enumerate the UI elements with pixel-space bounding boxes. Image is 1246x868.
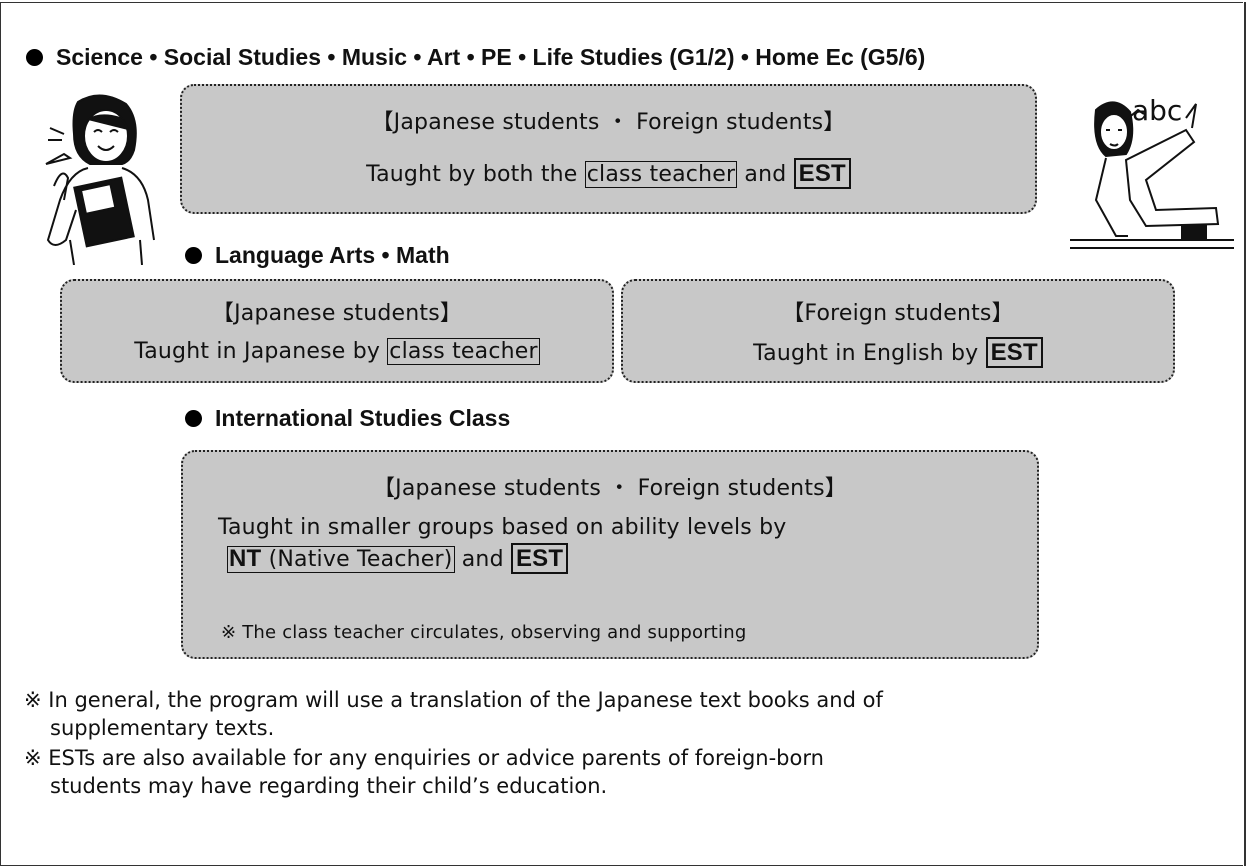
japanese-students-box: 【Japanese students】 Taught in Japanese b… [60, 279, 614, 383]
bullet-icon [26, 49, 43, 66]
international-taught-line: Taught in smaller groups based on abilit… [218, 515, 787, 540]
bullet-icon [185, 410, 202, 427]
section-heading-international: International Studies Class [185, 405, 510, 432]
teacher-writing-abc-icon: abc [1070, 94, 1234, 249]
est-label: EST [985, 337, 1043, 368]
international-teachers-line: NT (Native Teacher) and EST [227, 543, 569, 574]
class-teacher-label: class teacher [584, 161, 738, 188]
class-teacher-note: ※ The class teacher circulates, observin… [221, 622, 747, 643]
international-students-label: 【Japanese students ・ Foreign students】 [372, 476, 848, 501]
international-info-box: 【Japanese students ・ Foreign students】 T… [181, 450, 1039, 659]
bullet-icon [185, 247, 202, 264]
class-teacher-label: class teacher [387, 338, 540, 365]
teacher-holding-book-icon [45, 94, 155, 265]
foreign-students-label: 【Foreign students】 [782, 301, 1014, 326]
section-heading-general: Science • Social Studies • Music • Art •… [26, 44, 925, 71]
note-est-enquiries: ※ ESTs are also available for any enquir… [24, 746, 824, 770]
general-info-box: 【Japanese students ・ Foreign students】 T… [180, 84, 1037, 214]
note-translation: ※ In general, the program will use a tra… [24, 688, 883, 712]
note-translation-cont: supplementary texts. [50, 716, 275, 740]
general-taught-line: Taught by both the class teacher and EST [182, 158, 1035, 189]
foreign-taught-line: Taught in English by EST [623, 337, 1173, 368]
note-est-enquiries-cont: students may have regarding their child’… [50, 774, 608, 798]
general-students-label: 【Japanese students ・ Foreign students】 [371, 110, 846, 135]
native-teacher-label: NT (Native Teacher) [227, 545, 455, 573]
japanese-taught-line: Taught in Japanese by class teacher [134, 338, 540, 365]
foreign-students-box: 【Foreign students】 Taught in English by … [621, 279, 1175, 383]
japanese-students-label: 【Japanese students】 [211, 301, 463, 326]
est-label: EST [793, 158, 851, 189]
section-heading-language-math: Language Arts • Math [185, 242, 450, 269]
est-label: EST [510, 543, 569, 574]
